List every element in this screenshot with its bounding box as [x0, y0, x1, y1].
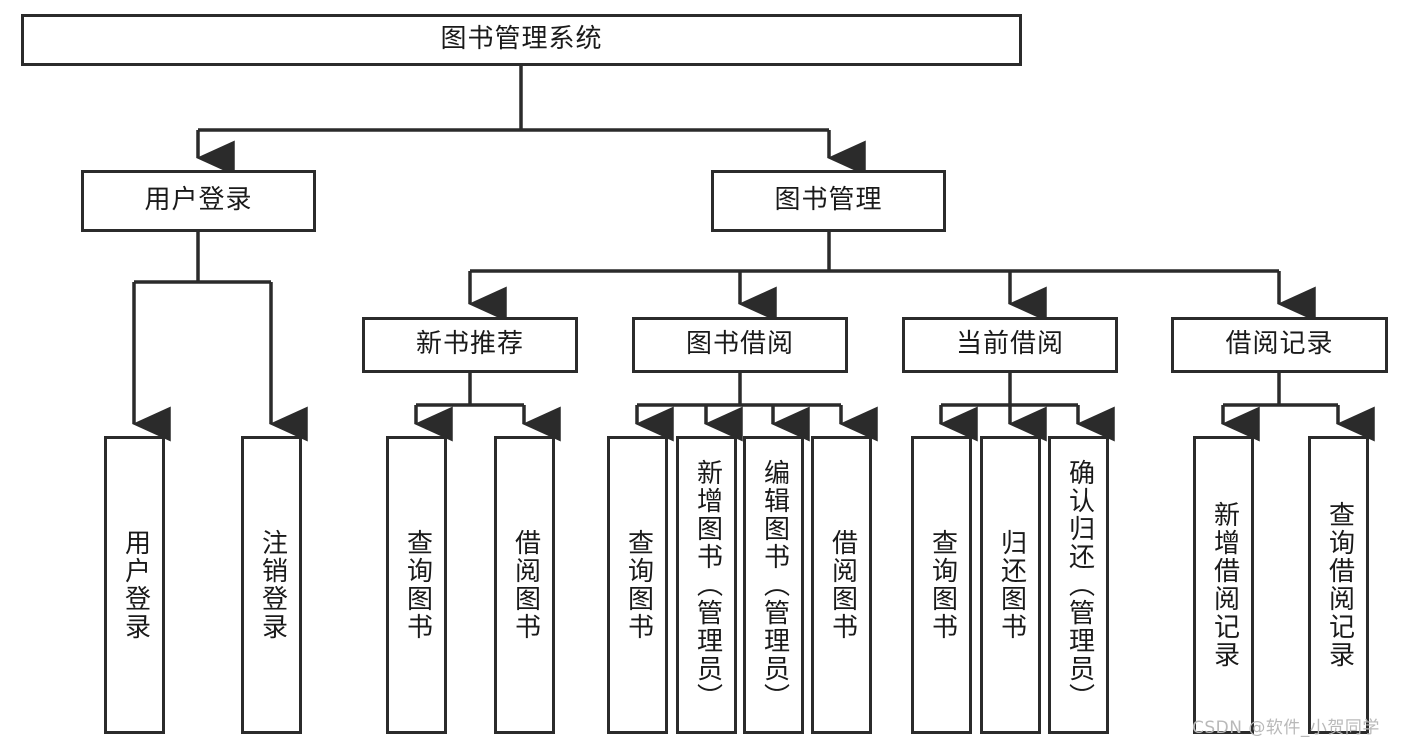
leaf-label: 注销登录 — [257, 529, 288, 641]
leaf-label: 查询图书 — [623, 529, 654, 641]
leaf-borrow-edit-book[interactable]: 编辑图书（管理员） — [743, 436, 804, 734]
leaf-label: 用户登录 — [120, 529, 151, 641]
node-book-management-label: 图书管理 — [774, 185, 883, 216]
node-new-book-recommend[interactable]: 新书推荐 — [362, 317, 578, 373]
leaf-label: 查询图书 — [402, 529, 433, 641]
leaf-label: 归还图书 — [996, 529, 1027, 641]
node-user-login-label: 用户登录 — [144, 185, 253, 216]
leaf-label: 新增借阅记录 — [1209, 501, 1240, 669]
leaf-label: 借阅图书 — [510, 529, 541, 641]
leaf-current-query-book[interactable]: 查询图书 — [911, 436, 972, 734]
leaf-new-book-query[interactable]: 查询图书 — [386, 436, 447, 734]
node-new-book-recommend-label: 新书推荐 — [415, 329, 524, 360]
leaf-label: 新增图书（管理员） — [692, 459, 723, 711]
leaf-label: 编辑图书（管理员） — [759, 459, 790, 711]
node-current-borrow-label: 当前借阅 — [955, 329, 1064, 360]
leaf-label: 借阅图书 — [827, 529, 858, 641]
leaf-current-return-book[interactable]: 归还图书 — [980, 436, 1041, 734]
node-book-borrow[interactable]: 图书借阅 — [632, 317, 848, 373]
csdn-watermark: CSDN @软件_小贺同学 — [1192, 718, 1380, 738]
leaf-user-login-signout[interactable]: 注销登录 — [241, 436, 302, 734]
leaf-borrow-borrow-book[interactable]: 借阅图书 — [811, 436, 872, 734]
leaf-current-confirm-return[interactable]: 确认归还（管理员） — [1048, 436, 1109, 734]
leaf-new-book-borrow[interactable]: 借阅图书 — [494, 436, 555, 734]
leaf-records-add-record[interactable]: 新增借阅记录 — [1193, 436, 1254, 734]
node-book-management[interactable]: 图书管理 — [711, 170, 946, 232]
leaf-label: 查询借阅记录 — [1324, 501, 1355, 669]
leaf-borrow-query-book[interactable]: 查询图书 — [607, 436, 668, 734]
leaf-borrow-add-book[interactable]: 新增图书（管理员） — [676, 436, 737, 734]
leaf-label: 查询图书 — [927, 529, 958, 641]
node-current-borrow[interactable]: 当前借阅 — [902, 317, 1118, 373]
node-user-login[interactable]: 用户登录 — [81, 170, 316, 232]
leaf-records-query-record[interactable]: 查询借阅记录 — [1308, 436, 1369, 734]
leaf-user-login-signin[interactable]: 用户登录 — [104, 436, 165, 734]
node-borrow-records[interactable]: 借阅记录 — [1171, 317, 1388, 373]
node-root-label: 图书管理系统 — [440, 24, 603, 55]
node-borrow-records-label: 借阅记录 — [1225, 329, 1334, 360]
leaf-label: 确认归还（管理员） — [1064, 459, 1095, 711]
node-root[interactable]: 图书管理系统 — [21, 14, 1022, 66]
node-book-borrow-label: 图书借阅 — [685, 329, 794, 360]
